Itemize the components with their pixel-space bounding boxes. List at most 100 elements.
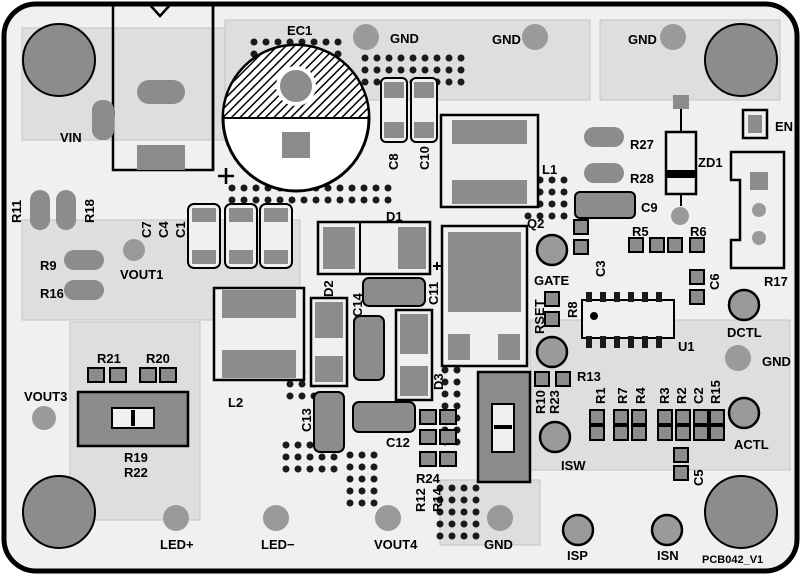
via xyxy=(370,475,378,483)
via xyxy=(433,66,441,74)
via xyxy=(560,200,568,208)
via xyxy=(370,499,378,507)
label-r7: R7 xyxy=(615,387,630,404)
label-gnd-top-3: GND xyxy=(628,32,657,47)
via xyxy=(228,196,236,204)
via xyxy=(346,499,354,507)
r20-r21-pads xyxy=(87,367,177,383)
label-r13: R13 xyxy=(577,369,601,384)
via xyxy=(472,484,480,492)
d3-diode xyxy=(394,308,434,402)
via xyxy=(298,392,306,400)
label-r20: R20 xyxy=(146,351,170,366)
via xyxy=(453,402,461,410)
via xyxy=(448,532,456,540)
via xyxy=(286,392,294,400)
c1-c4-c7-caps xyxy=(187,203,293,269)
label-r6: R6 xyxy=(690,224,707,239)
via xyxy=(472,532,480,540)
via xyxy=(441,366,449,374)
via xyxy=(453,378,461,386)
via xyxy=(397,54,405,62)
via xyxy=(536,212,544,220)
via xyxy=(436,496,444,504)
label-led-minus: LED− xyxy=(261,537,295,552)
via xyxy=(436,532,444,540)
label-r9: R9 xyxy=(40,258,57,273)
via xyxy=(310,38,318,46)
label-r1: R1 xyxy=(593,387,608,404)
label-r27: R27 xyxy=(630,137,654,152)
via xyxy=(472,508,480,516)
via xyxy=(318,465,326,473)
small-resistor-pads-left xyxy=(30,190,104,300)
via xyxy=(460,496,468,504)
label-r15: R15 xyxy=(708,380,723,404)
label-isw: ISW xyxy=(561,458,586,473)
label-c10: C10 xyxy=(417,146,432,170)
label-d3: D3 xyxy=(431,373,446,390)
smd-pads-right xyxy=(534,219,725,481)
via xyxy=(373,54,381,62)
rset-trimmer xyxy=(476,370,532,484)
label-gnd-top-2: GND xyxy=(492,32,521,47)
label-isn: ISN xyxy=(657,548,679,563)
label-isp: ISP xyxy=(567,548,588,563)
label-vout1: VOUT1 xyxy=(120,267,164,282)
via xyxy=(274,38,282,46)
via xyxy=(324,196,332,204)
via xyxy=(445,78,453,86)
via xyxy=(334,38,342,46)
via xyxy=(457,78,465,86)
label-l2: L2 xyxy=(228,395,244,410)
label-r14: R14 xyxy=(430,488,445,512)
via xyxy=(370,451,378,459)
via xyxy=(385,66,393,74)
label-en: EN xyxy=(775,119,794,134)
label-c14: C14 xyxy=(350,293,365,317)
via xyxy=(324,184,332,192)
via xyxy=(448,520,456,528)
via xyxy=(548,212,556,220)
via xyxy=(445,66,453,74)
via xyxy=(306,465,314,473)
label-led-plus: LED+ xyxy=(160,537,194,552)
via xyxy=(318,453,326,461)
via xyxy=(472,496,480,504)
zd1-zener xyxy=(664,95,698,206)
via xyxy=(306,441,314,449)
via xyxy=(421,66,429,74)
via xyxy=(358,463,366,471)
via xyxy=(361,54,369,62)
label-q2: Q2 xyxy=(527,216,545,231)
label-r18: R18 xyxy=(82,199,97,223)
label-r24: R24 xyxy=(416,471,440,486)
label-r10: R10 xyxy=(533,390,548,414)
label-c7: C7 xyxy=(139,221,154,238)
via xyxy=(346,487,354,495)
label-c5: C5 xyxy=(691,469,706,486)
via xyxy=(348,184,356,192)
via xyxy=(252,196,260,204)
via xyxy=(448,496,456,504)
c8-c10-caps xyxy=(380,77,438,143)
via xyxy=(361,66,369,74)
via xyxy=(453,390,461,398)
label-l1: L1 xyxy=(542,162,558,177)
mounting-holes xyxy=(22,23,778,549)
via xyxy=(409,54,417,62)
via xyxy=(250,38,258,46)
c14-capacitor xyxy=(353,315,385,381)
via xyxy=(264,196,272,204)
via xyxy=(548,200,556,208)
via xyxy=(460,484,468,492)
via xyxy=(358,451,366,459)
via xyxy=(385,54,393,62)
via xyxy=(457,66,465,74)
via xyxy=(240,184,248,192)
via xyxy=(294,465,302,473)
via xyxy=(384,184,392,192)
label-d1: D1 xyxy=(386,209,403,224)
via xyxy=(360,196,368,204)
